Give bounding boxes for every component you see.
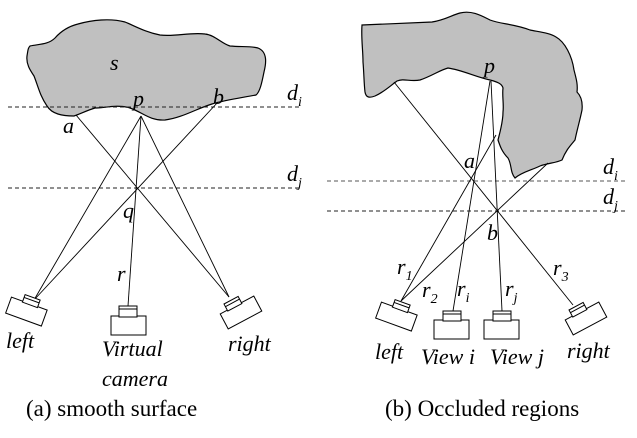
virtual-camera (110, 305, 147, 336)
camera-label-left-a: left (6, 328, 35, 353)
depth-label-di-a: di (287, 80, 302, 110)
point-label-p-b: p (482, 53, 495, 78)
point-label-p-a: p (131, 86, 144, 111)
surface-label-s: s (110, 50, 119, 75)
left-camera-b (374, 298, 418, 332)
depth-label-dj-a: dj (287, 161, 302, 191)
camera-label-view-i: View i (421, 344, 475, 369)
ray-occ-left (400, 134, 497, 302)
depth-label-dj-b: dj (603, 184, 618, 214)
ray-p-virtual (127, 115, 142, 307)
camera-label-virtual-2: camera (102, 366, 168, 391)
camera-label-right-a: right (228, 331, 272, 356)
ray-b-left (33, 101, 219, 301)
ray-label-r1: r1 (397, 254, 413, 284)
camera-label-virtual-1: Virtual (102, 336, 163, 361)
caption-a: (a) smooth surface (26, 396, 197, 421)
point-label-a-b: a (464, 148, 475, 173)
left-camera-a (4, 293, 48, 327)
point-label-a-a: a (63, 113, 74, 138)
ray-label-ri: ri (457, 276, 470, 306)
ray-label-rj: rj (505, 276, 518, 306)
ray-r1 (393, 81, 574, 306)
ray-rj (490, 80, 503, 312)
right-camera-b (564, 301, 608, 336)
ray-p-left (33, 115, 142, 301)
view-j-camera (483, 310, 520, 340)
camera-label-view-j: View j (490, 344, 544, 369)
ray-a-right (75, 114, 230, 298)
depth-label-di-b: di (603, 154, 618, 184)
ray-label-r3: r3 (553, 255, 569, 285)
ray-r2 (400, 162, 549, 302)
ray-label-r: r (117, 261, 126, 286)
panel-b: p a b di dj r1 r2 ri rj r3 left View i V… (327, 11, 625, 421)
ray-label-r2: r2 (422, 277, 438, 307)
panel-a: s p b a q r di dj left Virtual camera ri… (4, 19, 302, 421)
view-i-camera (433, 310, 470, 340)
point-label-b-a: b (213, 84, 224, 109)
surface-blob-a (26, 19, 267, 121)
surface-blob-b (361, 11, 583, 179)
camera-label-left-b: left (375, 339, 404, 364)
camera-label-right-b: right (567, 338, 611, 363)
right-camera-a (219, 295, 263, 330)
caption-b: (b) Occluded regions (385, 396, 579, 421)
point-label-q: q (123, 198, 134, 223)
ray-ri (452, 80, 491, 312)
point-label-b-b: b (487, 220, 498, 245)
ray-p-right (140, 115, 230, 298)
